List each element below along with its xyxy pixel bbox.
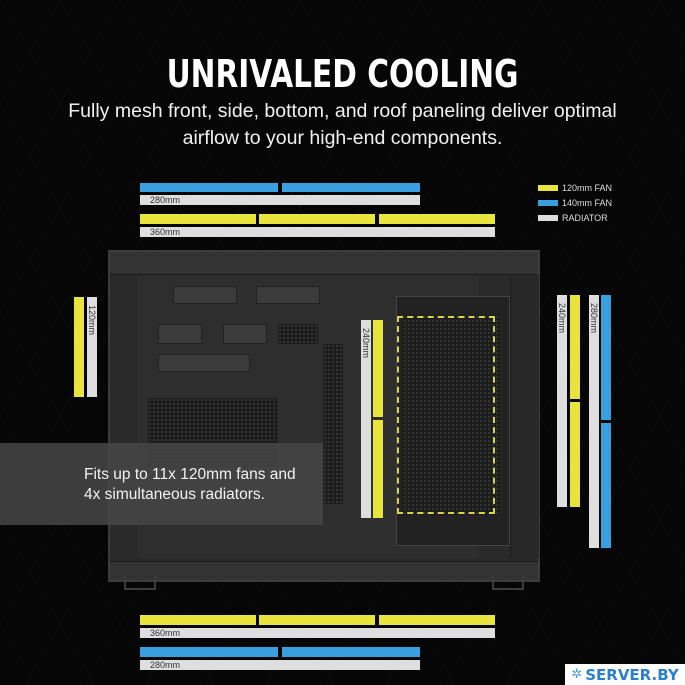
case-foot-right: [492, 576, 524, 590]
legend-swatch-white: [538, 214, 558, 221]
legend-item-radiator: RADIATOR: [538, 210, 612, 225]
legend: 120mm FAN 140mm FAN RADIATOR: [538, 180, 612, 225]
callout-line-1: Fits up to 11x 120mm fans and: [84, 466, 296, 483]
right-140-fan-2: [601, 423, 611, 548]
legend-item-140mm-fan: 140mm FAN: [538, 195, 612, 210]
right-120-fan-1: [570, 295, 580, 399]
cutout: [158, 324, 202, 344]
bottom-140-fan-1: [140, 647, 278, 657]
mesh-vent: [278, 324, 318, 344]
bottom-140-fan-2: [282, 647, 420, 657]
right-140-fan-1: [601, 295, 611, 420]
top-120-fan-2: [259, 214, 375, 224]
fan-mount-highlight: [397, 316, 495, 514]
top-radiator-360: 360mm: [140, 227, 495, 237]
top-120-fan-3: [379, 214, 495, 224]
right-radiator-240: 240mm: [557, 295, 567, 507]
cutout: [158, 354, 250, 372]
case-top-panel: [110, 252, 538, 275]
side-mesh: [323, 344, 343, 504]
top-radiator-280: 280mm: [140, 195, 420, 205]
watermark-text: SERVER.BY: [585, 665, 679, 684]
interior-120-fan-1: [373, 320, 383, 417]
watermark-logo: ✲ SERVER.BY: [565, 664, 685, 685]
right-radiator-280: 280mm: [589, 295, 599, 548]
legend-label: 140mm FAN: [562, 197, 613, 208]
legend-item-120mm-fan: 120mm FAN: [538, 180, 612, 195]
legend-label: 120mm FAN: [562, 182, 613, 193]
page-subtitle: Fully mesh front, side, bottom, and roof…: [68, 100, 617, 149]
bottom-radiator-360: 360mm: [140, 628, 495, 638]
bottom-120-fan-1: [140, 615, 256, 625]
callout-line-2: 4x simultaneous radiators.: [84, 486, 265, 503]
legend-swatch-yellow: [538, 184, 558, 191]
callout-panel: [0, 443, 323, 525]
legend-label: RADIATOR: [562, 212, 608, 223]
cutout: [223, 324, 267, 344]
case-foot-left: [124, 576, 156, 590]
bottom-radiator-280: 280mm: [140, 660, 420, 670]
top-140-fan-2: [282, 183, 420, 192]
cutout: [256, 286, 320, 304]
top-140-fan-1: [140, 183, 278, 192]
callout-text: Fits up to 11x 120mm fans and 4x simulta…: [84, 465, 296, 505]
left-radiator-120: 120mm: [87, 297, 97, 397]
gear-icon: ✲: [571, 667, 583, 682]
psu-mesh: [403, 315, 501, 515]
psu-chamber: [396, 296, 510, 546]
bottom-120-fan-3: [379, 615, 495, 625]
case-front-panel: [510, 276, 539, 558]
page-title: UNRIVALED COOLING: [166, 52, 519, 96]
case-bottom-panel: [110, 561, 538, 580]
interior-radiator-240: 240mm: [361, 320, 371, 518]
right-120-fan-2: [570, 402, 580, 507]
cutout: [173, 286, 237, 304]
interior-120-fan-2: [373, 420, 383, 518]
left-120-fan: [74, 297, 84, 397]
bottom-120-fan-2: [259, 615, 375, 625]
legend-swatch-blue: [538, 199, 558, 206]
top-120-fan-1: [140, 214, 256, 224]
